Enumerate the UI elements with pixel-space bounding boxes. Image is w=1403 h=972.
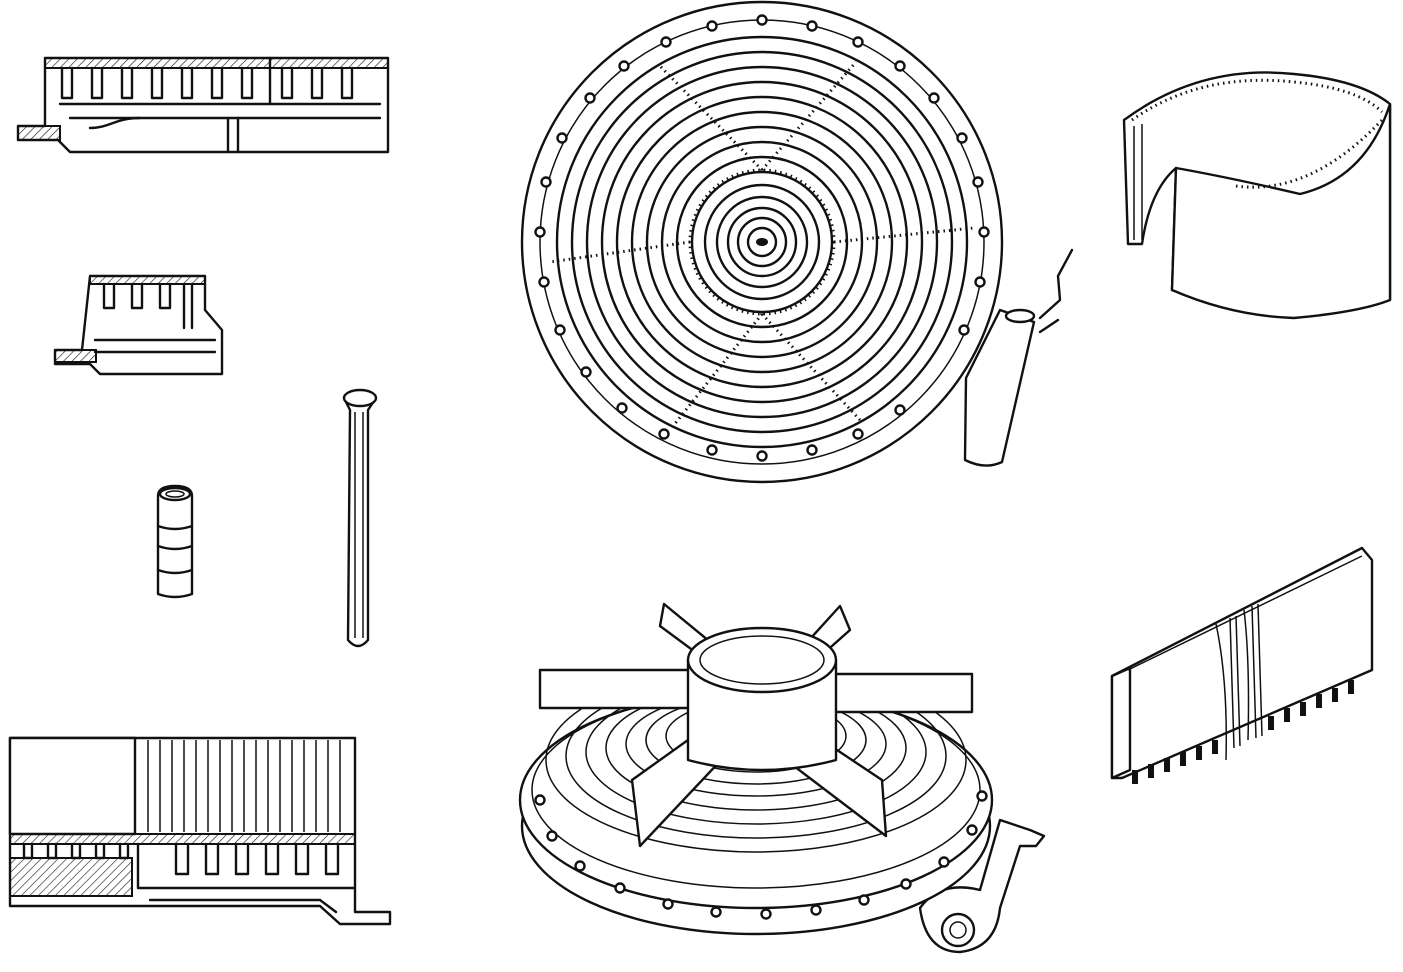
small-header-section-icon <box>53 274 224 376</box>
finned-block-section-icon <box>8 736 392 926</box>
curved-shell-segment-icon <box>1122 71 1392 320</box>
spiral-coil-plate-icon <box>520 0 1074 484</box>
nozzle-bushing-icon <box>156 484 194 599</box>
finned-plate-section-icon <box>1110 546 1374 784</box>
long-tube-icon <box>342 388 378 648</box>
sectioned-header-casting-icon <box>16 56 390 154</box>
spoked-spiral-disc-icon <box>518 602 1046 954</box>
